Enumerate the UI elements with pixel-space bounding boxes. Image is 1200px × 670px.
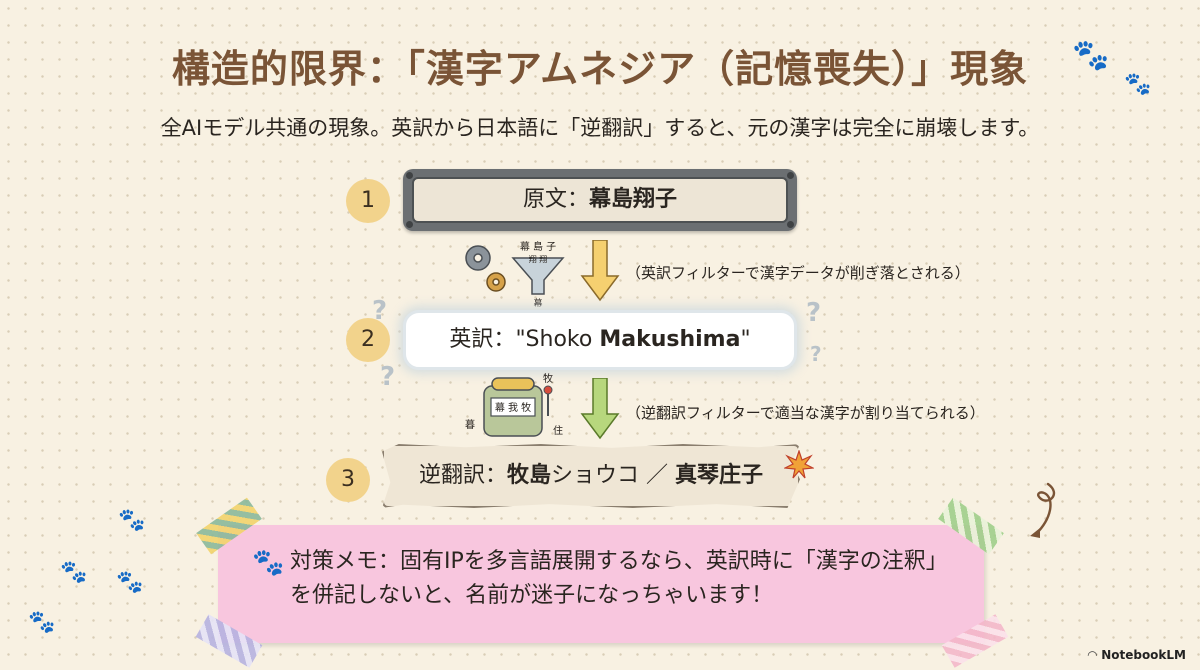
back-translation-given: ショウコ ／ (551, 463, 675, 488)
english-label: 英訳： (449, 327, 516, 352)
question-mark-icon: ? (806, 298, 822, 328)
paw-icon: 🐾 (252, 548, 285, 578)
original-name: 幕島翔子 (589, 187, 678, 212)
step-number-2: 2 (346, 318, 390, 362)
slot-machine-illustration: 幕 我 牧 牧 住 暮 (462, 372, 570, 444)
brand-label: ◠ NotebookLM (1088, 648, 1186, 662)
down-arrow-icon (580, 239, 620, 302)
original-label: 原文： (522, 187, 589, 212)
question-mark-icon: ? (380, 362, 396, 392)
memo-note (218, 525, 984, 643)
brand-name: NotebookLM (1101, 648, 1186, 662)
back-translation-alt: 真琴庄子 (675, 463, 764, 488)
burst-icon (782, 449, 816, 480)
slot-side-text-a: 牧 (543, 372, 553, 385)
funnel-top-text: 幕 島 子 (520, 240, 556, 253)
paw-icon: 🐾 (1072, 38, 1110, 73)
back-filter-caption: （逆翻訳フィルターで適当な漢字が割り当てられる） (626, 404, 985, 422)
funnel-out-text: 幕 (533, 297, 542, 308)
down-arrow-icon (580, 377, 620, 440)
slot-reels-text: 幕 我 牧 (495, 401, 531, 414)
slot-side-text-c: 暮 (465, 418, 475, 431)
notebooklm-logo-icon: ◠ (1087, 648, 1102, 662)
slot-side-text-b: 住 (553, 424, 563, 437)
page-subtitle: 全AIモデル共通の現象。英訳から日本語に「逆翻訳」すると、元の漢字は完全に崩壊し… (160, 116, 1040, 140)
paw-icon: 🐾 (116, 570, 144, 595)
filter-funnel-illustration: 幕 島 子 翔 翔 幕 (458, 236, 568, 309)
page-title: 構造的限界：「漢字アムネジア（記憶喪失）」現象 (171, 47, 1029, 91)
english-name-suffix: " (740, 327, 751, 352)
curly-arrow-icon (1018, 480, 1064, 540)
paw-icon: 🐾 (60, 560, 88, 585)
funnel-mid-text: 翔 翔 (529, 254, 548, 264)
english-surname: Makushima (599, 327, 741, 352)
memo-text: 対策メモ：固有IPを多言語展開するなら、英訳時に「漢字の注釈」を併記しないと、名… (290, 549, 948, 608)
original-text-plate: 原文：幕島翔子 (403, 169, 797, 231)
back-translation-label: 逆翻訳： (418, 463, 507, 488)
back-translation-text: 逆翻訳：牧島ショウコ ／ 真琴庄子 (382, 444, 800, 508)
step-number-3: 3 (326, 458, 370, 502)
english-translation-cloud: 英訳："Shoko Makushima" (403, 310, 797, 370)
paw-icon: 🐾 (1124, 72, 1152, 97)
back-translation-surname: 牧島 (506, 463, 551, 488)
step-number-1: 1 (346, 179, 390, 223)
paw-icon: 🐾 (28, 610, 56, 635)
question-mark-icon: ? (372, 296, 388, 326)
english-name-prefix: "Shoko (515, 327, 600, 352)
paw-icon: 🐾 (118, 508, 146, 533)
english-filter-caption: （英訳フィルターで漢字データが削ぎ落とされる） (626, 264, 970, 282)
question-mark-icon: ? (810, 342, 822, 366)
